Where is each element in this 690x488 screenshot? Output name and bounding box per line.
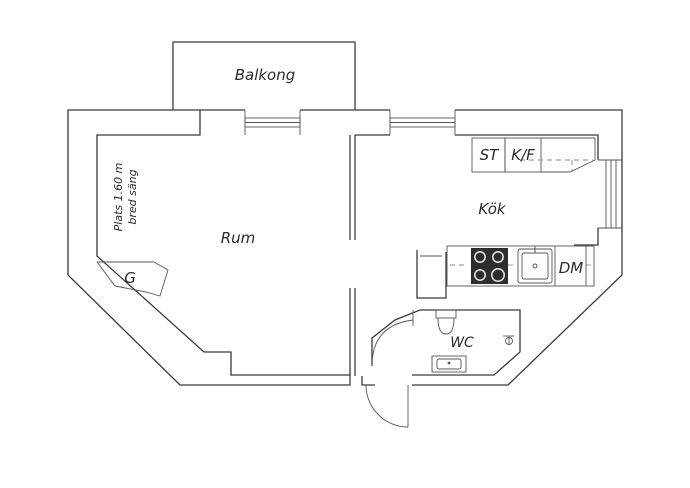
kitchen-counter: [446, 245, 595, 287]
wc-room: [371, 309, 521, 376]
balcony: [172, 41, 356, 110]
bed-note-line2: bred säng: [126, 169, 139, 224]
kitchen-upper-units: [471, 137, 596, 173]
wc-basin: [431, 355, 467, 373]
window-room: [244, 110, 301, 135]
label-balcony: Balkong: [235, 66, 296, 84]
label-wc: WC: [450, 335, 474, 351]
shower-head-icon: [503, 335, 514, 345]
kitchen-sink: [517, 246, 553, 284]
wardrobe-g: [96, 261, 169, 297]
window-kitchen-top: [389, 110, 456, 135]
label-fridge-freezer: K/F: [511, 146, 535, 164]
wc-toilet: [435, 309, 457, 335]
entrance-door: [365, 384, 409, 428]
label-stove: ST: [480, 146, 501, 164]
bed-note-line1: Plats 1.60 m: [112, 163, 125, 232]
bed-note: Plats 1.60 m bred säng: [112, 163, 139, 232]
outer-walls: [67, 109, 623, 386]
label-kitchen: Kök: [478, 200, 506, 218]
label-room: Rum: [221, 229, 256, 247]
window-kitchen-side: [598, 159, 622, 229]
hall-partition: [416, 250, 447, 299]
stove-cooktop: [471, 248, 508, 284]
label-wardrobe: G: [124, 269, 136, 287]
label-dishwasher: DM: [559, 259, 584, 277]
